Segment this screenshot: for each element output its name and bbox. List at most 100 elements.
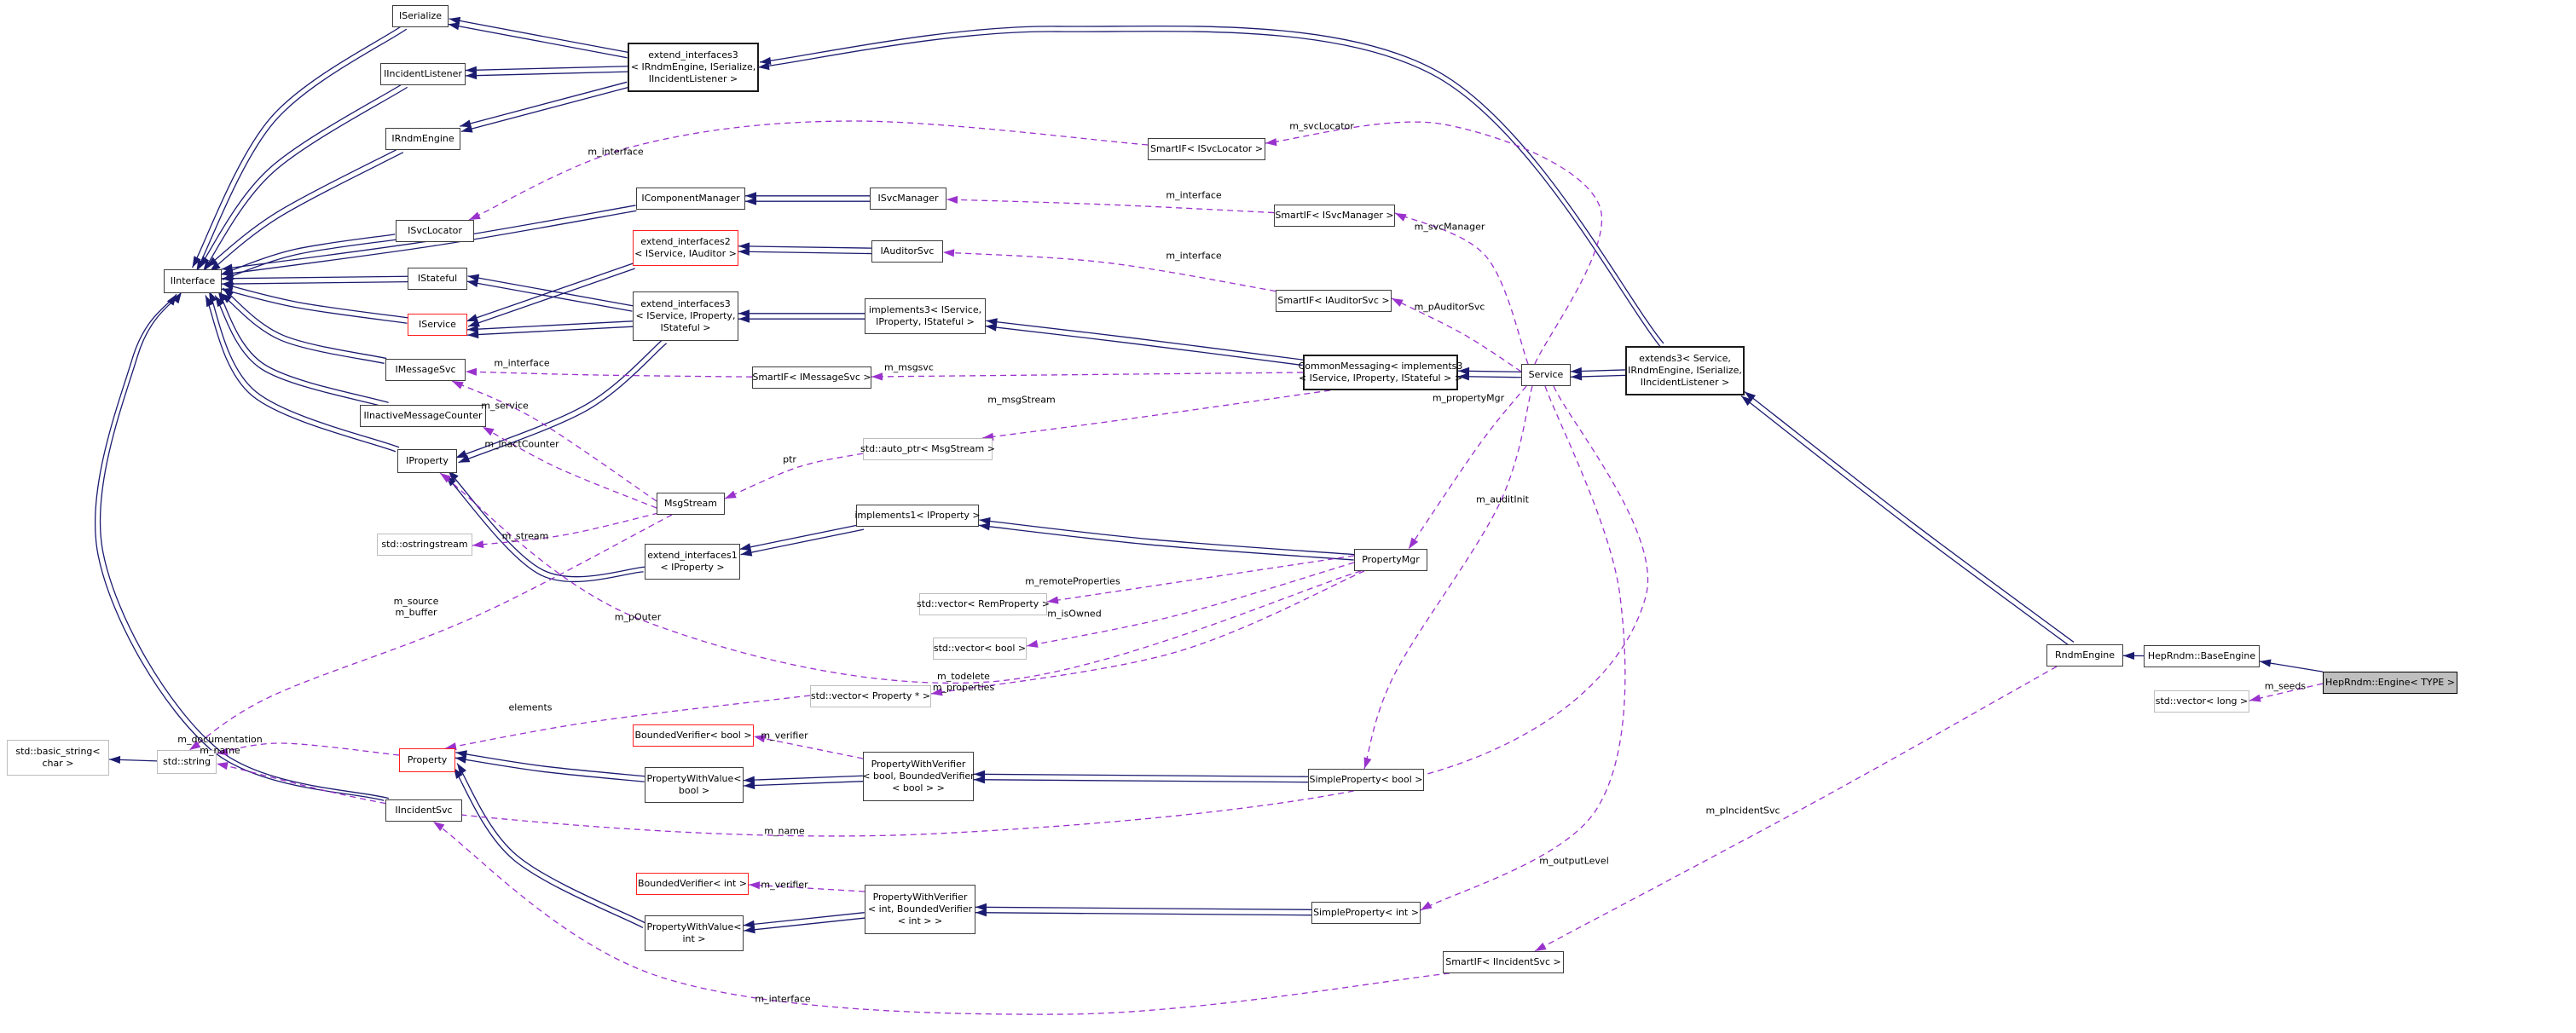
node-iinact[interactable]: IInactiveMessageCounter [360,405,486,427]
node-isvclocator[interactable]: ISvcLocator [396,220,474,242]
node-iinterface[interactable]: IInterface [164,269,222,293]
edge-label-m_interface: m_interface [588,146,644,158]
node-engine[interactable]: HepRndm::Engine< TYPE > [2323,672,2457,694]
node-sifaud[interactable]: SmartIF< IAuditorSvc > [1276,290,1392,312]
node-spint[interactable]: SimpleProperty< int > [1311,902,1421,924]
node-extends3[interactable]: extends3< Service, IRndmEngine, ISeriali… [1625,346,1745,395]
arrowhead-pwvfint-bvint [749,881,761,890]
usage-edge-rndmengine-sifinc [1534,666,2058,952]
usage-edge-engine-veclong [2249,683,2324,701]
node-ei3top[interactable]: extend_interfaces3 < IRndmEngine, ISeria… [628,43,759,92]
edge-label-m_propertyMgr: m_propertyMgr [1432,392,1505,404]
edge-label-ptr: ptr [783,453,796,465]
arrowhead-extends3-service [1570,366,1583,376]
node-propmgr[interactable]: PropertyMgr [1354,549,1427,571]
node-spbool[interactable]: SimpleProperty< bool > [1308,769,1424,791]
arrowhead-iproperty-iinterface [205,295,214,308]
inheritance-edge-rndmengine-extends3 [1744,390,2075,643]
inheritance-edge-impl1-ei1 [740,528,865,556]
node-iauditorsvc[interactable]: IAuditorSvc [871,240,943,263]
usage-edge-sifinc-iincidentsvc [432,821,1450,1015]
arrowhead-spint-pwvfint [975,909,987,917]
inheritance-edge-pwvfbool-pwvbool [743,775,863,782]
node-ei3mid[interactable]: extend_interfaces3 < IService, IProperty… [633,291,738,341]
edge-label-m_pOuter: m_pOuter [614,611,662,623]
arrowhead-ei3top-irndmengine [460,119,472,128]
inheritance-edge-ei1-iproperty [447,470,646,578]
node-impl1[interactable]: implements1< IProperty > [854,505,981,527]
usage-edge-property-stdstring [216,742,400,756]
node-istateful[interactable]: IStateful [408,268,467,290]
usage-edge-msgstream-ostring [472,512,659,546]
node-iservice[interactable]: IService [408,314,467,336]
node-bvint[interactable]: BoundedVerifier< int > [636,873,749,895]
usage-edge-sifloc-isvclocator [468,120,1149,221]
node-sifinc[interactable]: SmartIF< IIncidentSvc > [1443,951,1564,973]
node-sifloc[interactable]: SmartIF< ISvcLocator > [1148,138,1265,160]
node-impl3[interactable]: implements3< IService, IProperty, IState… [865,298,986,334]
usage-edge-service-sifaud [1391,297,1522,372]
arrowhead-service-commonmsg [1458,366,1470,376]
arrowhead-ei3mid-istateful [467,274,480,282]
arrowhead-extends3-ei3top [758,61,770,71]
usage-edge-propmgr-vecrem [1046,555,1355,603]
inheritance-edge-pwvint-property [456,763,647,925]
node-irndmengine[interactable]: IRndmEngine [385,128,460,150]
edge-label-m_outputLevel: m_outputLevel [1539,855,1609,867]
arrowhead-iinact-iinterface [215,295,225,308]
edge-label-m_seeds: m_seeds [2264,680,2307,692]
node-pwvint[interactable]: PropertyWithValue< int > [645,915,744,951]
arrowhead-pwvfbool-pwvbool [743,776,755,784]
inheritance-edge-istateful-iinterface [222,280,408,285]
node-pwvfint[interactable]: PropertyWithVerifier < int, BoundedVerif… [865,885,975,934]
node-service[interactable]: Service [1521,364,1571,386]
inheritance-edge-ei3top-iserialize [448,23,628,59]
node-iincidentlistener[interactable]: IIncidentListener [380,63,466,85]
edge-label-m_stream: m_stream [501,530,549,542]
node-vecrem: std::vector< RemProperty > [917,593,1050,615]
inheritance-edge-imessagesvc-iinterface [220,292,385,365]
arrowhead-isvcmgr-icompmgr [745,197,756,205]
node-iincidentsvc[interactable]: IIncidentSvc [385,799,462,822]
node-imessagesvc[interactable]: IMessageSvc [385,359,466,381]
node-msgstream[interactable]: MsgStream [657,493,725,515]
arrowhead-pwvfbool-bvbool [754,735,766,743]
node-iproperty[interactable]: IProperty [397,449,457,473]
node-rndmengine[interactable]: RndmEngine [2046,644,2123,667]
arrowhead-ei3mid-iservice [467,330,479,339]
node-bvbool[interactable]: BoundedVerifier< bool > [633,724,754,747]
node-sifmgr[interactable]: SmartIF< ISvcManager > [1274,205,1395,227]
node-icompmgr[interactable]: IComponentManager [636,188,745,210]
inheritance-edge-ei3mid-istateful [467,275,634,307]
node-ei2[interactable]: extend_interfaces2 < IService, IAuditor … [633,230,738,266]
arrowhead-pwvfint-pwvint [743,920,755,928]
usage-edge-service-sifmgr [1394,212,1529,365]
inheritance-edge-iserialize-iinterface [195,28,408,272]
usage-edge-propmgr-iproperty [439,472,1362,684]
arrowhead-vecprop-property [445,742,457,751]
usage-edge-pwvfbool-bvbool [753,736,864,759]
node-property[interactable]: Property [399,748,455,772]
node-ei1[interactable]: extend_interfaces1 < IProperty > [645,544,740,580]
arrowhead-spint-pwvfint [975,903,987,911]
node-baseengine[interactable]: HepRndm::BaseEngine [2144,645,2260,667]
usage-edge-service-sifloc [1265,121,1602,365]
usage-edge-propmgr-vecbool [1026,562,1355,647]
node-stdstring: std::string [157,750,217,774]
node-pwvfbool[interactable]: PropertyWithVerifier < bool, BoundedVeri… [862,752,975,801]
arrowhead-sifloc-isvclocator [469,211,481,220]
inheritance-edge-ei2-iservice [467,268,635,327]
inheritance-edge-pwvbool-property [454,757,645,782]
arrowhead-propmgr-impl1 [978,522,991,531]
node-isvcmgr[interactable]: ISvcManager [870,188,946,210]
inheritance-edge-irndmengine-iinterface [206,147,401,268]
inheritance-edge-commonmsg-impl3 [986,320,1304,361]
node-pwvbool[interactable]: PropertyWithValue< bool > [645,767,744,803]
arrowhead-service-sifmgr [1395,213,1407,222]
edge-label-m_msgsvc: m_msgsvc [884,361,934,373]
node-smartifmsg[interactable]: SmartIF< IMessageSvc > [752,366,871,389]
arrowhead-iserialize-iinterface [192,256,201,268]
node-commonmsg[interactable]: CommonMessaging< implements3 < IService,… [1299,355,1462,390]
node-iserialize[interactable]: ISerialize [392,5,449,27]
